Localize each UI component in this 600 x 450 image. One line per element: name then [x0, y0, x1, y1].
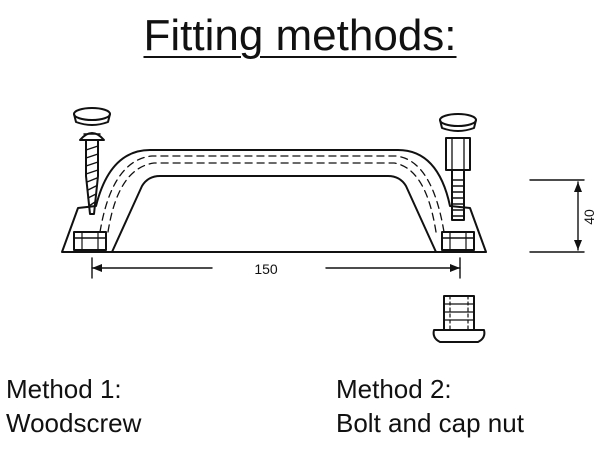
- handle-inner-outline: [111, 175, 437, 253]
- hidden-line-upper: [99, 155, 445, 233]
- method-2-name: Bolt and cap nut: [336, 408, 524, 438]
- method-2-label: Method 2:: [336, 374, 452, 404]
- right-insert: [441, 231, 475, 251]
- hidden-line-lower: [107, 162, 437, 233]
- handle-outline: [61, 149, 487, 253]
- bolt-thread: [451, 179, 465, 217]
- woodscrew-head: [79, 132, 105, 141]
- bolt-head: [445, 137, 471, 171]
- right-cap-top: [439, 113, 477, 127]
- length-dimension-label: 150: [254, 261, 278, 277]
- left-cap-body: [73, 113, 111, 126]
- cap-nut-detail: [432, 295, 486, 343]
- method-1-name: Woodscrew: [6, 408, 142, 438]
- height-dimension-label: 40: [581, 209, 597, 225]
- woodscrew-thread: [85, 145, 99, 207]
- left-cap-top: [73, 107, 111, 121]
- bolt-shank: [451, 169, 465, 221]
- method-1-label: Method 1:: [6, 374, 122, 404]
- left-insert: [73, 231, 107, 251]
- method-1-block: Method 1: Woodscrew: [6, 372, 141, 440]
- right-cap-body: [439, 119, 477, 132]
- page-title: Fitting methods:: [143, 11, 457, 60]
- method-2-block: Method 2: Bolt and cap nut: [336, 372, 524, 440]
